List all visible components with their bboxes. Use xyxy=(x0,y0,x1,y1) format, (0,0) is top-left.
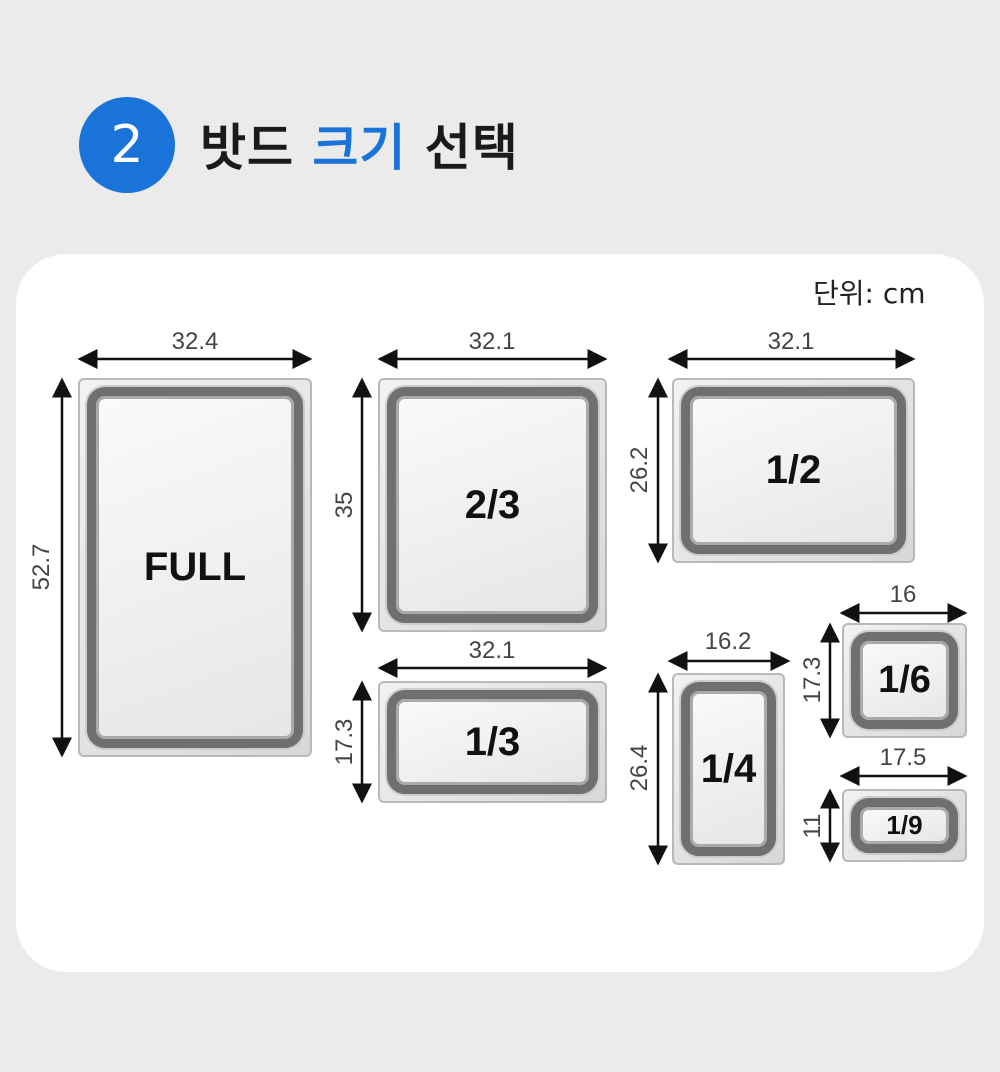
title-part1: 밧드 xyxy=(200,119,294,177)
pan-label: 1/4 xyxy=(700,746,757,791)
pan-2-3: 2/3 xyxy=(378,378,607,632)
step-number-badge: 2 xyxy=(79,97,175,193)
pan-1-2: 1/2 xyxy=(672,378,915,563)
pan-1-3: 1/3 xyxy=(378,681,607,803)
pan-label: 1/9 xyxy=(886,810,923,840)
width-label: 16.2 xyxy=(704,628,752,655)
title-highlight: 크기 xyxy=(312,119,407,177)
pan-label: 1/2 xyxy=(765,448,822,492)
pan-1-9: 1/9 xyxy=(842,789,967,862)
page-title: 밧드 크기 선택 xyxy=(200,108,519,180)
height-label: 52.7 xyxy=(28,543,55,591)
height-label: 35 xyxy=(331,491,358,519)
width-label: 32.4 xyxy=(171,328,219,355)
pan-label: FULL xyxy=(143,545,247,589)
title-part2: 선택 xyxy=(424,119,519,177)
height-label: 26.2 xyxy=(626,446,653,494)
pan-label: 2/3 xyxy=(464,482,521,527)
height-label: 17.3 xyxy=(799,656,826,704)
height-label: 17.3 xyxy=(331,718,358,766)
pan-1-6: 1/6 xyxy=(842,623,967,738)
width-label: 32.1 xyxy=(468,328,516,355)
pan-label: 1/3 xyxy=(464,719,521,764)
width-label: 32.1 xyxy=(767,328,815,355)
width-label: 17.5 xyxy=(879,744,927,771)
width-label: 16 xyxy=(889,581,917,608)
pan-full: FULL xyxy=(78,378,312,757)
unit-label: 단위: cm xyxy=(813,277,926,310)
height-label: 11 xyxy=(799,813,826,839)
height-label: 26.4 xyxy=(626,744,653,792)
pan-label: 1/6 xyxy=(878,659,931,701)
width-label: 32.1 xyxy=(468,637,516,664)
pan-1-4: 1/4 xyxy=(672,673,785,865)
